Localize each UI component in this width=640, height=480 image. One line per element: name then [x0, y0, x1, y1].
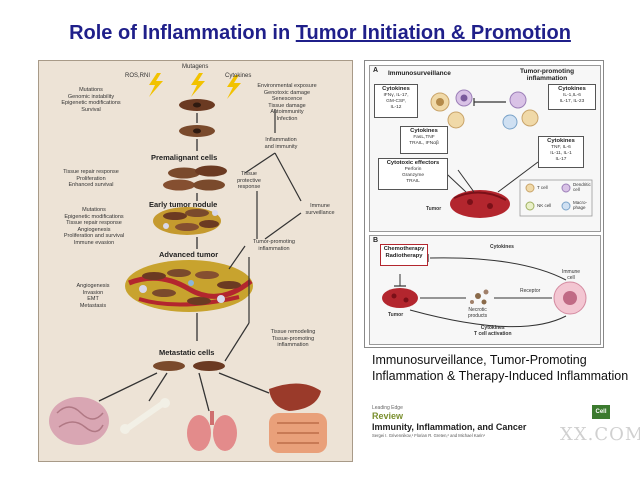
bolt-icon: [191, 73, 205, 97]
review-citation: Leading Edge Review Immunity, Inflammati…: [372, 405, 610, 467]
panel-a-tumor-promoting: Tumor-promoting inflammation: [520, 68, 575, 82]
therapy-label: Chemotherapy Radiotherapy: [383, 246, 425, 259]
tumor-mass-a: [450, 190, 510, 218]
title-prefix: Role of Inflammation in: [69, 22, 296, 44]
early-tumor-nodule: [153, 207, 221, 235]
bolt-icon: [227, 75, 241, 99]
note-immune-surveillance: Immune surveillance: [305, 203, 335, 216]
note-environment: Environmental exposure Genotoxic damage …: [257, 83, 317, 122]
panel-b: B Chemotherapy Radiotherapy Cytokines Re…: [369, 235, 601, 345]
stage-early: Early tumor nodule: [149, 200, 218, 209]
review-label: Review: [372, 411, 404, 421]
figure-caption: Immunosurveillance, Tumor-Promoting Infl…: [372, 353, 629, 383]
leading-edge-label: Leading Edge: [372, 405, 403, 411]
cytokines-box-4: Cytokines TNF, IL-6 IL-11, IL-1 IL-17: [538, 136, 584, 168]
cytokines-box-1: Cytokines IFNγ, IL-17, GM-CSF, IL-12: [374, 84, 418, 118]
box-title: Cytokines: [382, 86, 410, 92]
box-text: TNF, IL-6 IL-11, IL-1 IL-17: [550, 145, 572, 162]
legend-t-cell: T cell: [537, 185, 548, 190]
liver-organ: [269, 383, 321, 411]
left-figure-art: [49, 73, 327, 453]
premalignant-cluster: [163, 165, 227, 191]
review-authors: Sergei I. Grivennikov,¹ Florian R. Grete…: [372, 433, 486, 438]
legend-nk-cell: NK cell: [537, 203, 552, 208]
bolt-icon: [149, 73, 163, 97]
box-text: Perforin Granzyme TRAIL: [401, 167, 425, 184]
legend-macrophage: Macro- phage: [573, 200, 588, 210]
metastatic-cell: [193, 361, 225, 371]
panel-b-cytokines-top: Cytokines: [490, 244, 514, 250]
note-angiogenesis: Angiogenesis Invasion EMT Metastasis: [76, 283, 110, 309]
brain-organ: [49, 397, 109, 445]
panel-b-letter: B: [373, 237, 379, 244]
box-title: Cytokines: [558, 86, 586, 92]
note-tissue-protective: Tissue protective response: [237, 171, 261, 190]
label-cytokines: Cytokines: [225, 73, 252, 79]
stage-advanced: Advanced tumor: [159, 250, 219, 259]
cytokines-box-2: Cytokines FasL,TNF TRAIL, IFNαβ: [400, 126, 448, 154]
panel-b-necrotic: Necrotic products: [468, 307, 488, 319]
therapy-box: Chemotherapy Radiotherapy: [380, 244, 428, 266]
advanced-tumor: [125, 260, 253, 312]
panel-b-receptor: Receptor: [520, 288, 541, 294]
metastatic-cell: [153, 361, 185, 371]
panel-a: A Immunosurveillance Tumor-promoting inf…: [369, 65, 601, 232]
box-text: IFNγ, IL-17, GM-CSF, IL-12: [383, 93, 409, 110]
lungs-organ: [187, 411, 237, 451]
label-mutagens: Mutagens: [182, 64, 209, 70]
panel-b-immune-cell: Immune cell: [562, 269, 581, 281]
tumor-mass-b: [382, 288, 418, 308]
cytokines-box-3: Cytokines IL-1,IL-6 IL-17, IL-23: [548, 84, 596, 110]
cell-journal-logo: Cell: [592, 405, 610, 419]
legend-dendritic: Dendritic cell: [573, 182, 591, 192]
panel-a-letter: A: [373, 67, 379, 74]
box-text: FasL,TNF TRAIL, IFNαβ: [409, 135, 439, 146]
watermark: XX.COM: [560, 424, 640, 445]
box-title: Cytokines: [547, 138, 575, 144]
cytotoxic-effectors-box: Cytotoxic effectors Perforin Granzyme TR…: [378, 158, 448, 190]
intestine-organ: [269, 413, 327, 453]
bone-organ: [120, 398, 170, 434]
review-title: Immunity, Inflammation, and Cancer: [372, 422, 527, 432]
stage-metastatic: Metastatic cells: [159, 348, 215, 357]
note-inflammation-immunity: Inflammation and immunity: [264, 137, 298, 150]
right-figure-panel: A Immunosurveillance Tumor-promoting inf…: [364, 60, 604, 348]
note-mutations-2: Mutations Epigenetic modifications Tissu…: [63, 207, 125, 246]
slide-title: Role of Inflammation in Tumor Initiation…: [0, 22, 640, 45]
panel-a-art: [430, 89, 593, 218]
note-mutations-1: Mutations Genomic instability Epigenetic…: [61, 87, 121, 113]
stage-premalignant: Premalignant cells: [151, 153, 218, 162]
left-figure-panel: Mutagens ROS,RNI Cytokines Premalignant …: [38, 60, 353, 462]
box-text: IL-1,IL-6 IL-17, IL-23: [559, 93, 585, 104]
panel-b-art: [382, 254, 587, 328]
note-tissue-repair: Tissue repair response Proliferation Enh…: [63, 169, 119, 188]
box-title: Cytotoxic effectors: [386, 160, 440, 166]
panel-a-immunosurveillance: Immunosurveillance: [388, 70, 451, 77]
panel-b-tumor: Tumor: [388, 312, 404, 318]
note-tissue-remodeling: Tissue remodeling Tissue-promoting infla…: [270, 329, 316, 348]
panel-a-tumor-label: Tumor: [426, 206, 442, 212]
box-title: Cytokines: [410, 128, 438, 134]
note-tumor-promoting: Tumor-promoting inflammation: [253, 239, 295, 252]
panel-b-cytokines-bottom: Cytokines T cell activation: [474, 325, 512, 337]
label-ros: ROS,RNI: [125, 73, 151, 79]
title-underlined: Tumor Initiation & Promotion: [295, 22, 571, 44]
